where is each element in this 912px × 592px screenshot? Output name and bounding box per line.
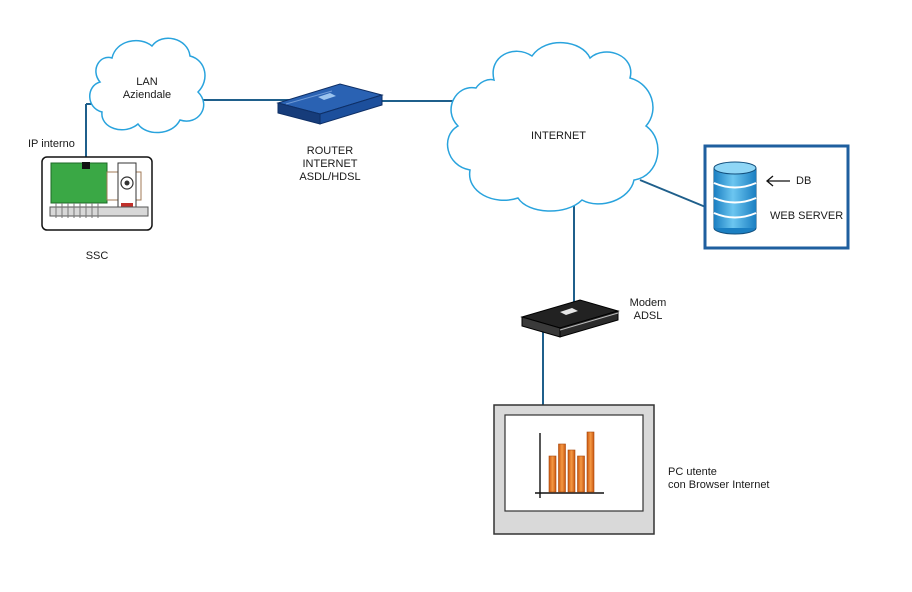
internet-cloud xyxy=(446,41,659,212)
router-label: ROUTER INTERNET ASDL/HDSL xyxy=(288,145,372,184)
db-label: DB xyxy=(796,175,812,187)
lan-label-line1: LAN xyxy=(136,76,158,88)
lan-label: LAN Aziendale xyxy=(112,76,182,102)
modem-label-line1: Modem xyxy=(629,297,667,309)
router-label-line3: ASDL/HDSL xyxy=(299,171,361,183)
router-device xyxy=(276,83,384,125)
pc-label: PC utente con Browser Internet xyxy=(668,466,770,492)
web-server-box xyxy=(703,144,850,250)
web-server-label: WEB SERVER xyxy=(770,210,844,222)
chart-bar-2 xyxy=(558,443,566,493)
router-label-line2: INTERNET xyxy=(302,158,358,170)
ssc-device xyxy=(41,156,153,231)
internet-label: INTERNET xyxy=(531,130,586,142)
chart-bar-5 xyxy=(586,431,595,493)
database-icon xyxy=(713,161,757,235)
chart-axes xyxy=(535,433,604,498)
ip-interno-label: IP interno xyxy=(28,138,75,150)
modem-label: Modem ADSL xyxy=(620,297,676,323)
modem-label-line2: ADSL xyxy=(633,310,663,322)
router-label-line1: ROUTER xyxy=(306,145,354,157)
lan-label-line2: Aziendale xyxy=(122,89,172,101)
lan-cloud xyxy=(89,37,206,134)
pc-monitor xyxy=(493,404,655,535)
ssc-board xyxy=(50,162,108,204)
chart-bar-1 xyxy=(548,455,557,493)
modem-device xyxy=(520,299,620,338)
pc-label-line1: PC utente xyxy=(668,466,717,478)
pc-label-line2: con Browser Internet xyxy=(668,479,770,491)
arrow-left-icon xyxy=(765,175,790,187)
link-internet-webserver xyxy=(639,179,709,209)
ssc-label: SSC xyxy=(85,250,109,262)
chart-bars xyxy=(548,431,595,493)
chart-bar-3 xyxy=(567,449,576,493)
connection-links xyxy=(85,99,709,405)
chart-bar-4 xyxy=(577,455,585,493)
